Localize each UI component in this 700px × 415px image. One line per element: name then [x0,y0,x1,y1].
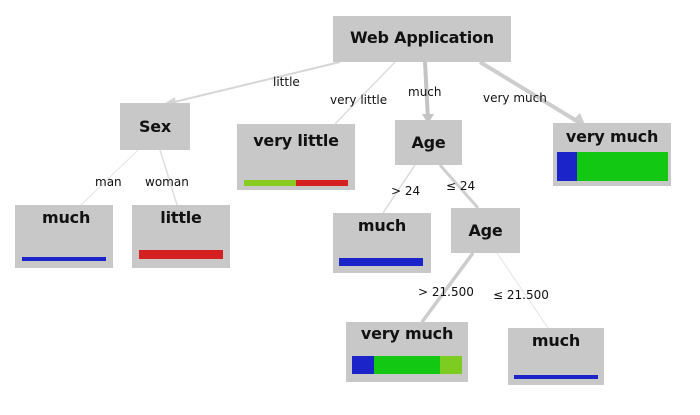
leaf-much-bottom: much [508,328,604,385]
edge-label-very-much: very much [483,91,547,105]
node-label: very little [253,131,339,150]
edge-root-age [423,61,430,121]
node-label: very much [565,127,659,146]
edge-sex-man [77,149,139,209]
edge-age-gt24 [382,164,416,214]
edge-root-very-much [478,60,582,125]
node-web-application: Web Application [333,16,511,62]
bar-segment [352,356,374,374]
bar-segment [22,257,106,261]
edge-label-little: little [273,75,300,89]
leaf-age-much: much [333,213,431,273]
edge-age-le24 [438,164,480,209]
arrow-age [422,114,434,124]
leaf-very-little: very little [237,124,355,190]
node-label: Age [411,133,446,152]
class-distribution-bar [139,250,223,259]
edge-label-gt24: > 24 [391,184,421,198]
node-label: very much [360,324,454,343]
node-label: Age [468,221,503,240]
node-label: much [531,331,581,350]
class-distribution-bar [557,152,668,181]
node-label: little [160,208,202,227]
edge-label-man: man [95,175,122,189]
node-label: Sex [138,117,172,136]
node-age: Age [395,120,462,165]
leaf-very-much-top: very much [553,123,671,186]
bar-segment [374,356,440,374]
bar-segment [339,258,423,266]
bar-segment [576,152,668,181]
edge-label-le21: ≤ 21.500 [493,288,549,302]
leaf-woman-little: little [132,205,230,268]
bar-segment [139,250,223,259]
bar-segment [557,152,577,181]
class-distribution-bar [22,257,106,261]
node-label: Web Application [349,28,494,47]
class-distribution-bar [352,356,462,374]
edge-label-much: much [408,85,442,99]
bar-segment [296,180,348,186]
class-distribution-bar [339,258,423,266]
edge-sex-woman [159,149,179,209]
edge-age2-le21 [496,252,549,329]
node-sex: Sex [120,103,190,150]
node-age-2: Age [451,208,520,253]
leaf-very-much-bottom: very much [346,322,468,382]
node-label: much [42,208,91,227]
edge-root-sex [169,61,341,104]
node-label: much [357,216,407,235]
edge-label-very-little: very little [330,93,388,107]
leaf-man-much: much [15,205,113,268]
class-distribution-bar [514,375,598,379]
edge-root-very-little [334,61,396,125]
bar-segment [514,375,598,379]
class-distribution-bar [244,180,348,186]
bar-segment [244,180,296,186]
edge-label-woman: woman [145,175,189,189]
edge-label-gt21: > 21.500 [418,285,474,299]
bar-segment [440,356,462,374]
edge-age2-gt21 [420,251,475,324]
edge-label-le24: ≤ 24 [446,179,476,193]
